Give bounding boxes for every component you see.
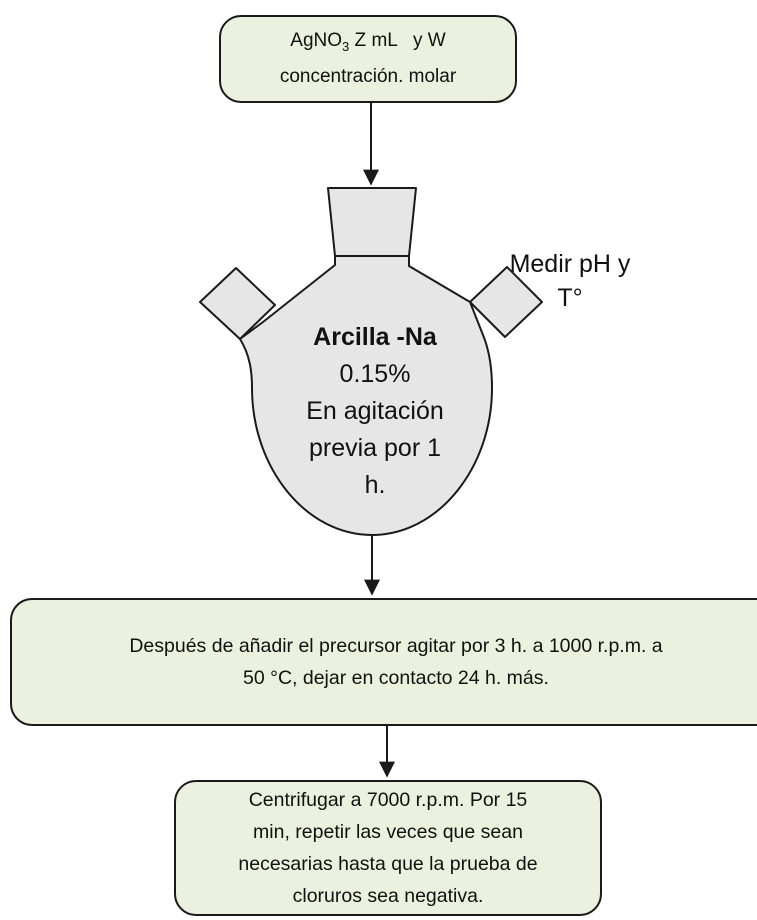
centrifuge-step-line: cloruros sea negativa.: [292, 885, 484, 907]
flask-right-neck: [469, 266, 543, 338]
flask-label-line: En agitación: [306, 397, 444, 425]
flask-center-neck: [327, 187, 417, 257]
flask-label-title: Arcilla -Na: [313, 323, 437, 351]
centrifuge-step-line: min, repetir las veces que sean: [253, 821, 523, 843]
stirring-step-line-2: 50 °C, dejar en contacto 24 h. más.: [243, 667, 549, 689]
centrifuge-step-line: Centrifugar a 7000 r.p.m. Por 15: [248, 789, 528, 811]
stirring-step-line-1: Después de añadir el precursor agitar po…: [129, 635, 663, 657]
centrifuge-step-line: necesarias hasta que la prueba de: [238, 853, 538, 875]
measure-note: Medir pH y T°: [470, 247, 670, 315]
reagent-box: AgNO3 Z mL y W concentración. molar: [219, 15, 517, 103]
flask-label-line: previa por 1: [308, 434, 442, 462]
measure-note-line-1: Medir pH y: [509, 250, 631, 278]
three-neck-flask: [199, 187, 543, 536]
flask-label-line: h.: [364, 471, 386, 499]
flask-label-line: 0.15%: [339, 360, 411, 388]
flask-body: [239, 255, 493, 536]
reagent-line-2: concentración. molar: [279, 65, 457, 87]
centrifuge-step-box: Centrifugar a 7000 r.p.m. Por 15 min, re…: [174, 780, 602, 916]
measure-note-line-2: T°: [557, 284, 583, 312]
reagent-line-1: AgNO3 Z mL y W: [290, 30, 446, 54]
stirring-step-box: Después de añadir el precursor agitar po…: [10, 598, 757, 726]
flask-label-body: 0.15% En agitación previa por 1 h.: [280, 356, 470, 504]
flask-left-neck: [199, 267, 276, 340]
